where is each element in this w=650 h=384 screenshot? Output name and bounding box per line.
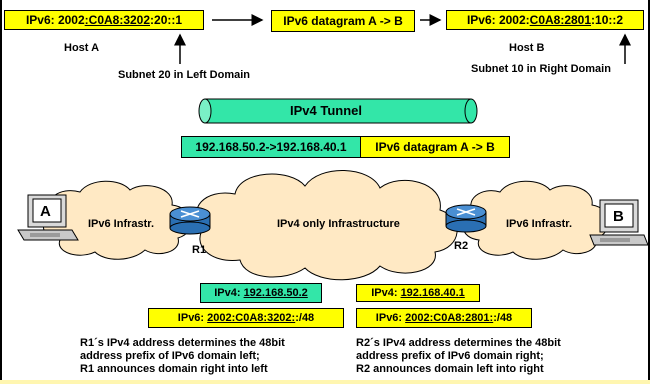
r1-note-line-3: R1 announces domain right into left — [80, 363, 268, 375]
host-b-subnet-label: Subnet 10 in Right Domain — [471, 63, 611, 75]
network-diagram — [17, 170, 649, 281]
host-a-label: Host A — [64, 42, 100, 54]
tunnel-payload-box: IPv6 datagram A -> B — [360, 136, 510, 158]
host-b-address-box: IPv6: 2002:C0A8:2801:10::2 — [446, 10, 644, 30]
host-b-letter: B — [613, 208, 624, 225]
tunnel-ipv4-header-box: 192.168.50.2->192.168.40.1 — [181, 136, 361, 158]
host-b-address-suffix: :10::2 — [591, 13, 624, 27]
left-infra-label: IPv6 Infrastr. — [88, 218, 155, 230]
r2-ipv6-box: IPv6: 2002:C0A8:2801::/48 — [356, 308, 532, 328]
tunnel-ipv4-header: 192.168.50.2->192.168.40.1 — [195, 140, 347, 154]
host-a-address-box: IPv6: 2002:C0A8:3202:20::1 — [4, 10, 204, 30]
r2-note-line-3: R2 announces domain left into right — [356, 363, 544, 375]
r1-ipv4-box: IPv4: 192.168.50.2 — [200, 283, 322, 303]
host-a-address-prefix: IPv6: 2002 — [25, 13, 85, 27]
r1-note-line-2: address prefix of IPv6 domain left; — [80, 350, 260, 362]
host-b-computer-icon — [589, 199, 649, 246]
ipv4-tunnel-cylinder — [198, 98, 478, 124]
r2-ipv6-prefix: IPv6: — [375, 312, 403, 324]
host-a-subnet-label: Subnet 20 in Left Domain — [118, 69, 251, 81]
host-a-address-suffix: :20::1 — [150, 13, 183, 27]
host-b-address-prefix: IPv6: 2002: — [466, 13, 530, 27]
host-a-computer-icon — [17, 194, 79, 241]
r2-note-line-1: R2´s IPv4 address determines the 48bit — [356, 337, 561, 349]
r2-ipv4-box: IPv4: 192.168.40.1 — [356, 284, 480, 302]
r1-ipv6-prefix: IPv6: — [177, 312, 205, 324]
top-arrows — [174, 14, 631, 64]
tunnel-label: IPv4 Tunnel — [290, 103, 362, 118]
bottom-highlight-band — [0, 380, 650, 384]
host-a-address-underlined: :C0A8:3202 — [84, 13, 151, 27]
r1-note: R1´s IPv4 address determines the 48bit a… — [80, 337, 285, 376]
r2-ipv4-address: 192.168.40.1 — [400, 287, 465, 299]
left-ipv6-cloud — [43, 180, 192, 260]
r1-label: R1 — [192, 244, 207, 256]
r1-ipv6-address: 2002:C0A8:3202: — [207, 312, 296, 324]
r2-note: R2´s IPv4 address determines the 48bit a… — [356, 337, 561, 376]
host-b-label: Host B — [509, 42, 545, 54]
r2-ipv6-address: 2002:C0A8:2801: — [405, 312, 494, 324]
middle-infra-label: IPv4 only Infrastructure — [277, 218, 400, 230]
r1-ipv6-suffix: :/48 — [295, 312, 315, 324]
r2-label: R2 — [454, 240, 469, 252]
datagram-top-box: IPv6 datagram A -> B — [271, 10, 415, 32]
host-a-letter: A — [40, 203, 51, 220]
r2-ipv6-suffix: :/48 — [493, 312, 513, 324]
r2-note-line-2: address prefix of IPv6 domain right; — [356, 350, 544, 362]
r2-ipv4-prefix: IPv4: — [371, 287, 398, 299]
r1-ipv4-address: 192.168.50.2 — [243, 287, 308, 299]
r1-ipv6-box: IPv6: 2002:C0A8:3202::/48 — [148, 308, 344, 328]
r1-ipv4-prefix: IPv4: — [214, 287, 241, 299]
right-infra-label: IPv6 Infrastr. — [506, 218, 573, 230]
router-r2-icon — [445, 204, 487, 233]
datagram-top-label: IPv6 datagram A -> B — [283, 14, 403, 28]
r1-note-line-1: R1´s IPv4 address determines the 48bit — [80, 337, 285, 349]
router-r1-icon — [169, 206, 211, 235]
tunnel-payload: IPv6 datagram A -> B — [375, 140, 495, 154]
host-b-address-underlined: C0A8:2801 — [529, 13, 592, 27]
